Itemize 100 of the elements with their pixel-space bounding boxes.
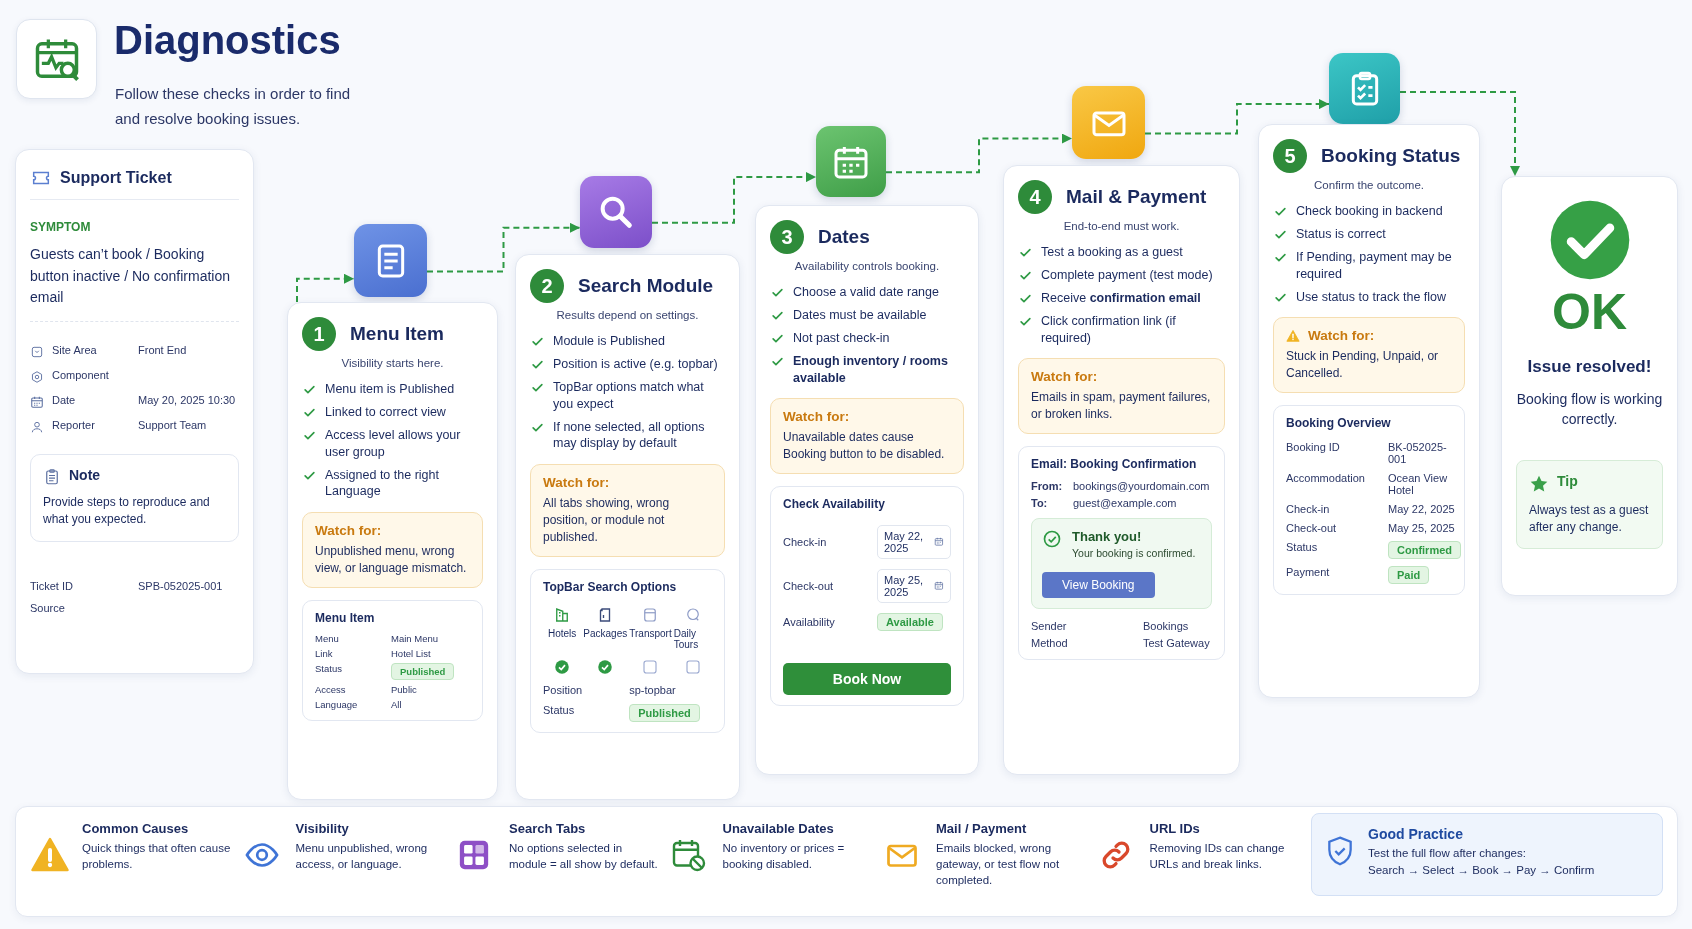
tab-label: Packages (583, 627, 628, 639)
card-subtitle: Confirm the outcome. (1313, 179, 1425, 191)
confirmation-title: Thank you! (1072, 528, 1143, 544)
warning-panel (1018, 358, 1225, 434)
field-value: May 20, 2025 10:30 (138, 394, 237, 409)
tip-panel (1311, 813, 1663, 897)
field-label: Check-in (783, 535, 828, 548)
field-label: Method (1031, 636, 1069, 649)
field-label: Status (315, 662, 343, 676)
cause-text: No inventory or prices = booking disabled. (722, 841, 846, 873)
note-panel (30, 454, 239, 542)
document-icon (354, 224, 427, 297)
step-number: 4 (1018, 180, 1052, 214)
symptom-text: Guests can’t book / Booking button inactive / No confirmation email (30, 244, 239, 323)
book-button: Book Now (783, 662, 951, 695)
warning-text: Unpublished menu, wrong view, or language mismatch. (315, 543, 468, 577)
practice-title: Good Practice (1368, 826, 1464, 842)
practice-text: Search → Select → Book → Pay → Confirm (1368, 864, 1596, 876)
status-badge: Published (391, 662, 455, 680)
tip-title: Tip (1557, 472, 1578, 489)
card-title: Search Module (578, 275, 715, 297)
field-label: Menu (315, 632, 340, 644)
field-value: Test Gateway (1143, 636, 1211, 649)
field-value: BK-052025-001 (1388, 440, 1448, 465)
panel-title: Booking Overview (1286, 415, 1392, 430)
panel-title: Email: Booking Confirmation (1031, 456, 1198, 471)
email-panel (1018, 445, 1225, 660)
calendar-icon (816, 126, 886, 197)
cause-text: Quick things that often cause problems. (82, 841, 232, 873)
checklist-item: Complete payment (test mode) (1041, 266, 1213, 284)
field-value: bookings@yourdomain.com (1073, 479, 1211, 492)
field-label: Site Area (52, 344, 97, 357)
mail-icon (1072, 86, 1145, 159)
tip-panel (1516, 459, 1663, 550)
cause-text: Removing IDs can change URLs and break links. (1149, 841, 1286, 873)
field-value: sp-topbar (629, 683, 677, 696)
status-badge: Published (629, 703, 700, 722)
warning-title: Watch for: (543, 475, 611, 491)
detail-panel (530, 568, 725, 733)
step-number: 1 (302, 317, 336, 351)
panel-title: Check Availability (783, 496, 886, 511)
checklist-item: If Pending, payment may be required (1296, 248, 1453, 283)
arrow (651, 172, 817, 224)
step-card (515, 254, 740, 800)
clipboard-icon (1329, 53, 1400, 124)
field-value: Public (391, 683, 418, 695)
field-label: Position (543, 683, 584, 696)
card-title: Booking Status (1321, 145, 1462, 167)
cause-text: Emails blocked, wrong gateway, or test flow not completed. (936, 841, 1061, 889)
checklist-item: Choose a valid date range (793, 284, 939, 301)
practice-text: Test the full flow after changes: (1368, 847, 1527, 859)
checklist-item: Receive confirmation email (1041, 289, 1201, 307)
warning-text: All tabs showing, wrong position, or module not published. (543, 495, 671, 546)
warning-panel (1273, 317, 1465, 393)
field-label: Accommodation (1286, 471, 1366, 486)
field-label: Check-in (1286, 502, 1331, 515)
cause-title: URL IDs (1149, 821, 1201, 836)
checklist-item: Module is Published (553, 333, 665, 350)
confirmation-panel (1031, 517, 1212, 609)
section-label: SYMPTOM (30, 220, 92, 234)
field-label: Language (315, 698, 359, 710)
field-label: Sender (1031, 619, 1068, 632)
arrow (1144, 99, 1330, 135)
date-field: May 22, 2025 (877, 524, 951, 559)
field-value: guest@example.com (1073, 496, 1178, 509)
arrow (426, 222, 581, 273)
checklist-item: Check booking in backend (1296, 203, 1443, 220)
checklist-item: Test a booking as a guest (1041, 244, 1183, 261)
arrow (1399, 91, 1520, 177)
card-subtitle: Availability controls booking. (793, 260, 941, 272)
field-label: Check-out (1286, 521, 1338, 534)
checklist-item: Use status to track the flow (1296, 288, 1447, 306)
checklist-item: Enough inventory / rooms available (793, 352, 949, 387)
card-title: Mail & Payment (1066, 186, 1208, 208)
field-value: Front End (138, 344, 188, 359)
field-label: Payment (1286, 565, 1331, 580)
field-label: Availability (783, 615, 836, 628)
tip-text: Always test as a guest after any change. (1529, 501, 1650, 536)
checklist-item: Access level allows your user group (325, 426, 462, 461)
checklist-item: Position is active (e.g. topbar) (553, 355, 718, 373)
checklist-item: Menu item is Published (325, 381, 455, 398)
arrow (296, 273, 355, 303)
tab-label: Transport (629, 627, 672, 639)
step-card (1258, 124, 1480, 698)
checklist-item: TopBar options match what you expect (553, 378, 705, 413)
checklist-item: Click confirmation link (if required) (1041, 312, 1177, 347)
step-card (755, 205, 979, 775)
checklist-item: Linked to correct view (325, 403, 446, 421)
info-bar (15, 806, 1678, 917)
result-text: Booking flow is working correctly. (1516, 390, 1663, 430)
step-card (1003, 165, 1240, 775)
field-label: Date (52, 394, 76, 407)
warning-text: Emails in spam, payment failures, or broken links. (1031, 389, 1212, 423)
arrow (885, 133, 1073, 174)
field-value: Support Team (138, 419, 208, 434)
field-label: Status (543, 703, 576, 718)
field-label: Component (52, 369, 109, 382)
panel-title: TopBar Search Options (543, 579, 678, 594)
warning-panel (302, 512, 483, 588)
field-value: May 25, 2025 (1388, 521, 1456, 534)
